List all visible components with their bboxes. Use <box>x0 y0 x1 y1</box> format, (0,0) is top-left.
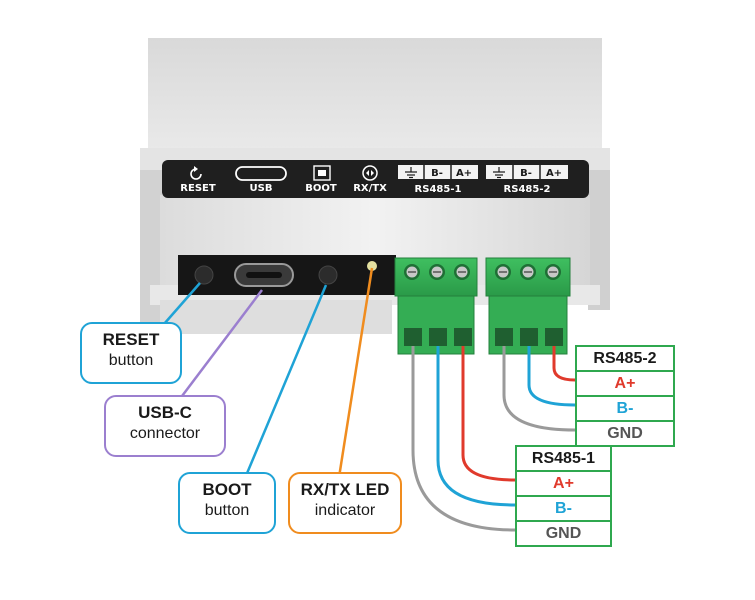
callout-boot-subtitle: button <box>204 502 250 519</box>
label-panel-background <box>162 160 589 198</box>
pin-table-rs485-2-title: RS485-2 <box>593 350 657 367</box>
pin-table-rs485-2: RS485-2 A+ B- GND <box>575 345 675 447</box>
rs485-1-terminal-marks: B- A+ <box>398 165 478 179</box>
rxtx-led <box>367 261 377 271</box>
pin-table-rs485-1-title: RS485-1 <box>531 450 596 467</box>
callout-usbc-connector: USB-C connector <box>104 395 226 457</box>
reset-button <box>194 265 214 285</box>
boot-button <box>318 265 338 285</box>
pin-table-rs485-2-b: B- <box>577 395 673 420</box>
terminal-block-rs485-2 <box>485 257 571 355</box>
terminal-socket <box>545 328 563 346</box>
ground-icon <box>405 167 417 179</box>
terminal-screw <box>520 264 536 280</box>
callout-rxtx-led: RX/TX LED indicator <box>288 472 402 534</box>
rs485-1-mark-b: B- <box>431 168 443 179</box>
terminal-socket <box>495 328 513 346</box>
terminal-screw <box>454 264 470 280</box>
pin-table-rs485-2-gnd: GND <box>577 420 673 445</box>
callout-reset-title: RESET <box>102 330 160 349</box>
callout-boot-button: BOOT button <box>178 472 276 534</box>
callout-reset-subtitle: button <box>108 352 154 369</box>
usb-c-tongue <box>246 272 282 278</box>
label-panel: RESET USB BOOT RX/TX B- A+ <box>162 160 589 198</box>
boot-leader-line <box>238 284 328 491</box>
terminal-screw <box>429 264 445 280</box>
terminal-socket <box>404 328 422 346</box>
wire-rs485-2-a <box>552 346 576 382</box>
wire-rs485-2-gnd <box>502 346 576 432</box>
usbc-leader-line <box>169 289 263 413</box>
rs485-2-mark-a: A+ <box>546 168 562 179</box>
terminal-block-rs485-1 <box>394 257 478 355</box>
wire-rs485-1-b <box>436 346 516 507</box>
callout-rxtx-title: RX/TX LED <box>300 480 390 499</box>
pin-table-rs485-2-a: A+ <box>577 370 673 395</box>
panel-label-usb: USB <box>250 183 273 194</box>
enclosure-base <box>160 300 392 334</box>
terminal-screw <box>495 264 511 280</box>
callout-reset-button: RESET button <box>80 322 182 384</box>
panel-label-boot: BOOT <box>305 183 337 194</box>
pin-table-rs485-1-b: B- <box>517 495 610 520</box>
callout-usbc-subtitle: connector <box>129 425 201 442</box>
pin-table-rs485-1-gnd: GND <box>517 520 610 545</box>
pin-table-rs485-1-a: A+ <box>517 470 610 495</box>
callout-rxtx-subtitle: indicator <box>314 502 376 519</box>
enclosure-side-right <box>588 170 610 310</box>
terminal-socket <box>520 328 538 346</box>
ground-icon <box>493 167 505 179</box>
terminal-socket <box>454 328 472 346</box>
reset-arrow-icon <box>190 166 202 180</box>
usb-port-icon <box>235 166 287 181</box>
panel-label-rs485-2: RS485-2 <box>504 184 551 195</box>
rs485-2-mark-b: B- <box>520 168 532 179</box>
terminal-screw <box>545 264 561 280</box>
wire-rs485-2-b <box>527 346 576 407</box>
panel-label-reset: RESET <box>180 183 216 194</box>
panel-label-rs485-1: RS485-1 <box>415 184 462 195</box>
rs485-2-terminal-marks: B- A+ <box>486 165 568 179</box>
enclosure-side-left <box>140 170 162 330</box>
terminal-socket <box>429 328 447 346</box>
callout-usbc-title: USB-C <box>138 403 192 422</box>
boot-button-icon <box>313 165 331 181</box>
wire-rs485-1-a <box>461 346 516 482</box>
terminal-screw <box>404 264 420 280</box>
port-strip <box>178 255 396 295</box>
wire-rs485-1-gnd <box>411 346 516 532</box>
pin-table-rs485-1: RS485-1 A+ B- GND <box>515 445 612 547</box>
rxtx-led-icon <box>362 165 378 181</box>
panel-label-rxtx: RX/TX <box>353 183 387 194</box>
rs485-1-mark-a: A+ <box>456 168 472 179</box>
callout-boot-title: BOOT <box>202 480 252 499</box>
rxtx-leader-line <box>335 267 374 491</box>
